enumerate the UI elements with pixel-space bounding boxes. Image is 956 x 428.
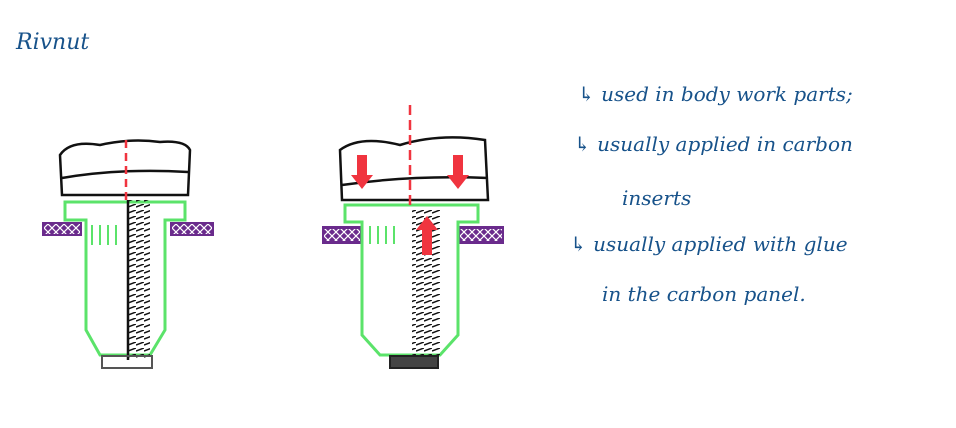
note-2: ↳ usually applied in carbon	[574, 132, 853, 156]
note-text: used in body work parts;	[601, 82, 853, 106]
screw-tip	[101, 355, 153, 369]
threaded-shank	[128, 200, 150, 360]
note-1: ↳ used in body work parts;	[578, 82, 853, 106]
force-arrow-down-right	[447, 155, 469, 189]
knurling	[369, 226, 395, 244]
rivnut-body	[63, 200, 187, 357]
screw-tip	[389, 355, 439, 369]
diagram-title: Rivnut	[16, 30, 90, 55]
note-2-continuation: inserts	[622, 186, 692, 210]
note-text: usually applied in carbon	[597, 132, 853, 156]
note-3: ↳ usually applied with glue	[570, 232, 848, 256]
note-text: usually applied with glue	[593, 232, 848, 256]
force-arrow-down-left	[351, 155, 373, 189]
rivnut-before-install	[42, 139, 214, 369]
force-arrow-up	[416, 216, 438, 255]
arrow-icon: ↳	[574, 132, 591, 156]
arrow-icon: ↳	[578, 82, 595, 106]
knurling	[91, 225, 117, 245]
arrow-icon: ↳	[570, 232, 587, 256]
rivnut-body	[343, 203, 480, 357]
rivnut-installed	[322, 105, 504, 369]
note-3-continuation: in the carbon panel.	[602, 282, 806, 306]
